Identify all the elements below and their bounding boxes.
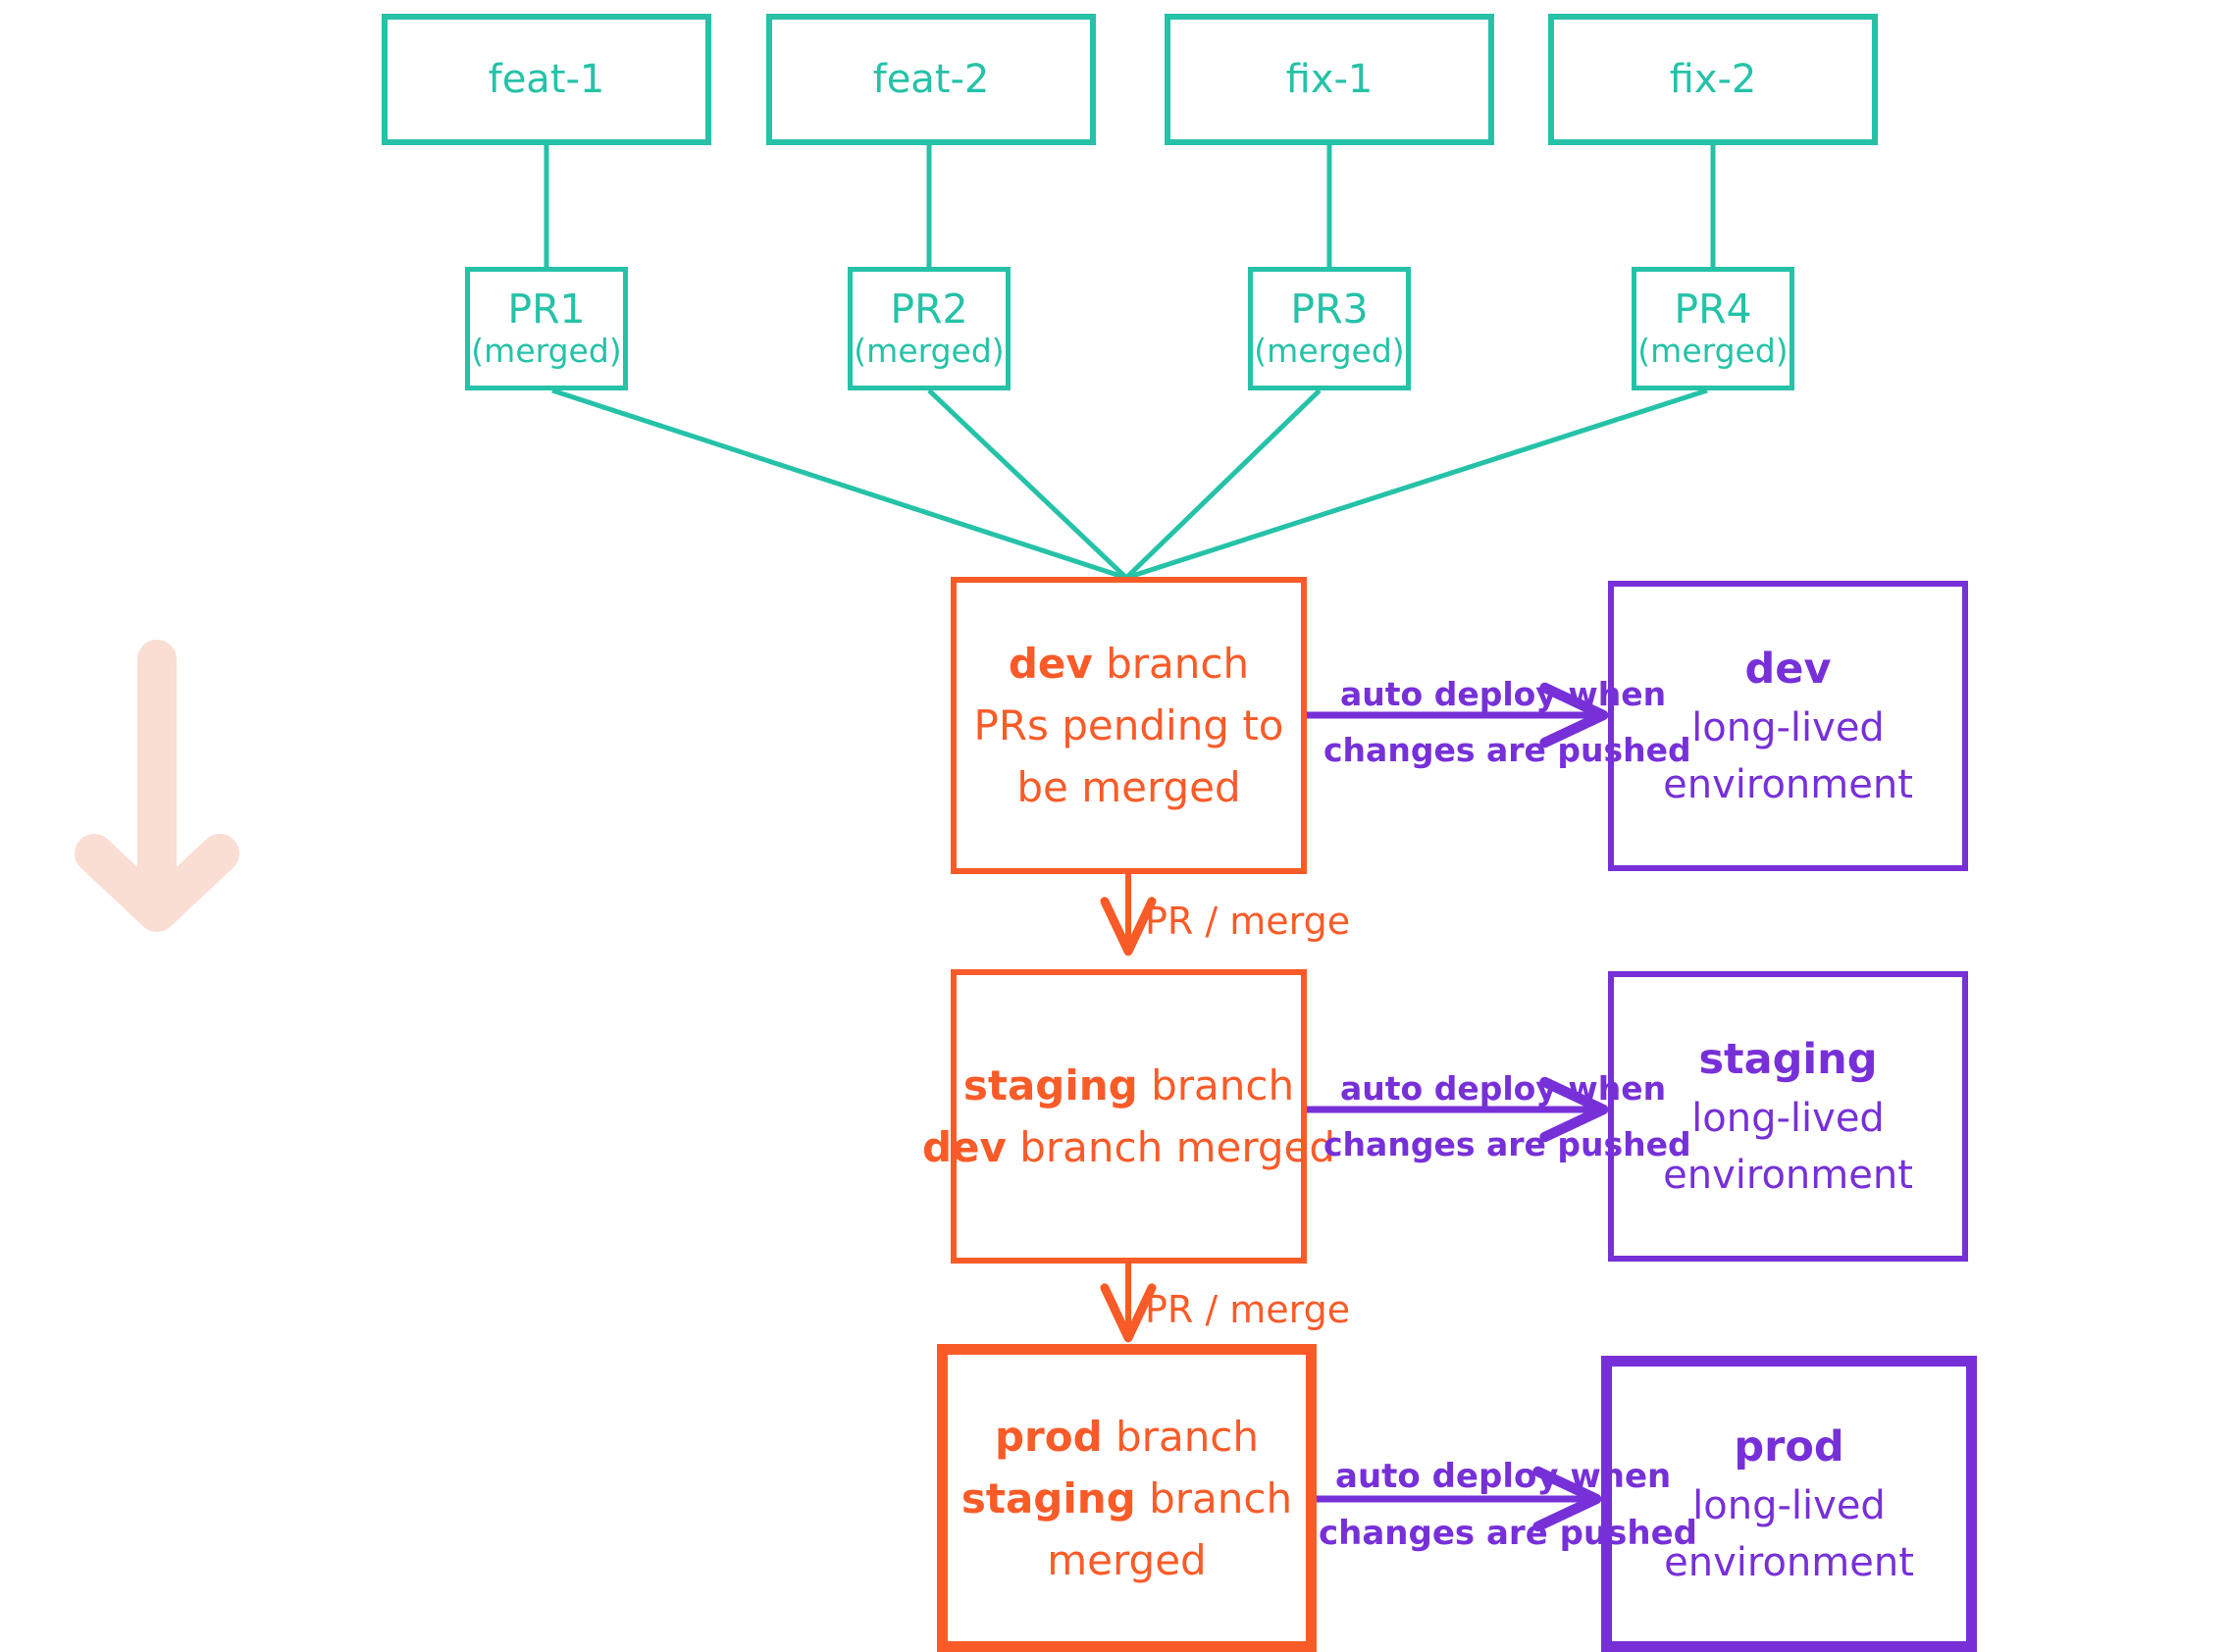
environment-title: staging: [1698, 1034, 1878, 1084]
feature-to-pr-connectors: [544, 145, 1716, 267]
edge-label-staging-deploy-top: auto deploy when: [1340, 1069, 1667, 1108]
pull-request-node-pr2[interactable]: PR2 (merged): [848, 267, 1011, 390]
feature-branch-label: feat-2: [872, 57, 990, 102]
branch-suffix: branch: [1102, 1412, 1260, 1461]
environment-sub-line-1: long-lived: [1691, 1096, 1885, 1142]
pull-request-name: PR4: [1674, 285, 1752, 334]
branch-node-prod[interactable]: prod branch staging branch merged: [937, 1344, 1317, 1652]
edge-label-prod-deploy-bottom: changes are pushed: [1319, 1514, 1697, 1553]
environment-title: dev: [1744, 644, 1832, 694]
branch-detail-emphasis: staging: [960, 1473, 1136, 1523]
pull-request-name: PR1: [507, 285, 586, 334]
branch-detail-line-2: merged: [1047, 1535, 1207, 1584]
environment-node-prod[interactable]: prod long-lived environment: [1601, 1356, 1977, 1652]
branch-detail-line-1: staging branch: [960, 1473, 1293, 1523]
environment-sub-line-2: environment: [1663, 1153, 1913, 1199]
pull-request-node-pr1[interactable]: PR1 (merged): [465, 267, 628, 390]
edge-label-staging-to-prod: PR / merge: [1145, 1288, 1351, 1331]
feature-branch-label: fix-1: [1285, 57, 1374, 102]
pull-request-name: PR3: [1290, 285, 1369, 334]
branch-node-dev[interactable]: dev branch PRs pending to be merged: [951, 577, 1307, 874]
branch-name: staging: [962, 1061, 1138, 1110]
environment-sub-line-2: environment: [1664, 1540, 1914, 1586]
environment-title: prod: [1734, 1421, 1844, 1471]
edge-label-staging-deploy-bottom: changes are pushed: [1323, 1125, 1691, 1163]
branch-title-staging: staging branch: [963, 1055, 1294, 1116]
branch-name: dev: [1008, 640, 1093, 688]
environment-sub-line-1: long-lived: [1691, 705, 1885, 751]
pull-request-status: (merged): [854, 331, 1005, 370]
branch-detail-line-1: PRs pending to: [973, 701, 1284, 749]
branch-title-prod: prod branch: [995, 1406, 1259, 1468]
environment-node-dev[interactable]: dev long-lived environment: [1608, 581, 1968, 871]
feature-branch-node-fix-2[interactable]: fix-2: [1548, 14, 1878, 145]
branch-detail-line-1: dev branch merged: [921, 1123, 1336, 1171]
environment-sub-line-1: long-lived: [1692, 1483, 1886, 1529]
feature-branch-node-fix-1[interactable]: fix-1: [1165, 14, 1494, 145]
pull-request-name: PR2: [890, 285, 968, 334]
downward-flow-arrow: [75, 640, 239, 932]
pull-request-node-pr4[interactable]: PR4 (merged): [1632, 267, 1794, 390]
feature-branch-label: fix-2: [1669, 57, 1757, 102]
environment-node-staging[interactable]: staging long-lived environment: [1608, 971, 1968, 1262]
pr-to-dev-connectors: [551, 387, 1708, 581]
branch-detail-emphasis: dev: [921, 1123, 1007, 1171]
edge-label-dev-to-staging: PR / merge: [1145, 900, 1351, 943]
branch-suffix: branch: [1092, 640, 1250, 688]
edge-label-dev-deploy-top: auto deploy when: [1340, 675, 1667, 713]
feature-branch-label: feat-1: [488, 57, 605, 102]
edge-label-prod-deploy-top: auto deploy when: [1335, 1457, 1672, 1496]
branch-title-dev: dev branch: [1009, 633, 1249, 695]
branch-node-staging[interactable]: staging branch dev branch merged: [922, 969, 1335, 1264]
pull-request-status: (merged): [471, 331, 622, 370]
edge-label-dev-deploy-bottom: changes are pushed: [1323, 731, 1691, 769]
pull-request-status: (merged): [1637, 331, 1789, 370]
branch-suffix: branch: [1137, 1061, 1295, 1110]
feature-branch-node-feat-1[interactable]: feat-1: [382, 14, 711, 145]
environment-sub-line-2: environment: [1663, 762, 1913, 808]
branch-detail-line-2: be merged: [1016, 763, 1241, 811]
feature-branch-node-feat-2[interactable]: feat-2: [766, 14, 1096, 145]
pull-request-node-pr3[interactable]: PR3 (merged): [1248, 267, 1411, 390]
branch-name: prod: [994, 1412, 1103, 1461]
pull-request-status: (merged): [1254, 331, 1405, 370]
